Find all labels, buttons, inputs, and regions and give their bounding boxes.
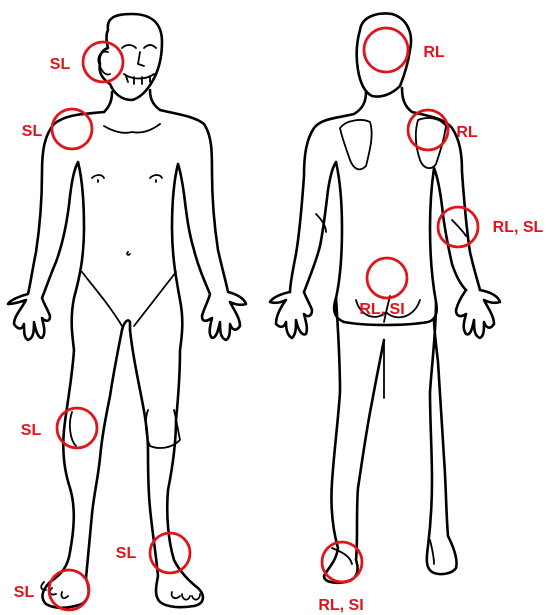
marker-circle-back-sacrum — [367, 258, 407, 298]
marker-circle-front-right-toes — [49, 570, 89, 610]
front-pelvis — [82, 272, 176, 326]
marker-label-back-right-elbow: RL, SL — [493, 219, 544, 236]
marker-label-back-back-of-head: RL — [423, 44, 445, 61]
marker-label-front-right-knee: SL — [21, 422, 42, 439]
front-knees — [70, 410, 180, 448]
marker-label-front-left-ankle: SL — [116, 545, 137, 562]
marker-label-front-right-ear: SL — [50, 56, 71, 73]
front-crotch — [122, 320, 130, 330]
marker-label-back-left-heel: RL, SI — [318, 597, 363, 614]
marker-label-front-right-toes: SL — [14, 584, 35, 601]
front-head — [99, 14, 162, 100]
front-face — [122, 45, 156, 84]
marker-label-back-sacrum: RL, SI — [359, 301, 404, 318]
marker-label-front-right-shoulder: SL — [22, 123, 43, 140]
front-toes — [41, 582, 200, 600]
front-body-outline — [8, 14, 246, 608]
back-right-hand — [456, 290, 500, 338]
front-chest — [92, 124, 162, 255]
front-right-side — [130, 110, 246, 607]
marker-circle-back-back-of-head — [364, 28, 408, 72]
back-left-hand — [270, 292, 312, 338]
back-legs — [324, 298, 457, 583]
marker-label-back-right-scapula: RL — [456, 124, 478, 141]
front-left-side — [8, 112, 122, 608]
back-left-scapula — [340, 120, 372, 169]
